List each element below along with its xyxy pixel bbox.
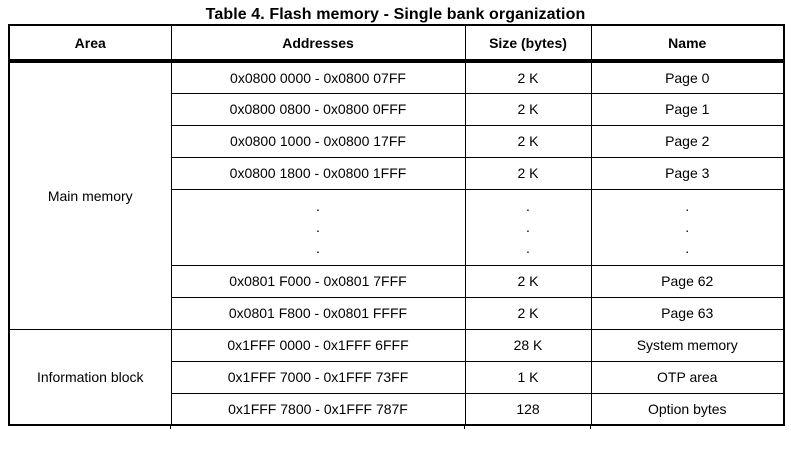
ellipsis-name-cell: . . . <box>590 188 785 266</box>
name-cell: Option bytes <box>590 392 785 426</box>
table-row-option-bytes: 0x1FFF 7800 - 0x1FFF 787F 128 Option byt… <box>9 392 785 426</box>
size-cell: 2 K <box>464 124 592 158</box>
ellipsis-size-cell: . . . <box>464 188 592 266</box>
size-cell: 128 <box>464 392 592 426</box>
flash-memory-table: Area Addresses Size (bytes) Name Main me… <box>8 24 785 426</box>
addresses-cell: 0x0800 1800 - 0x0800 1FFF <box>170 156 466 190</box>
name-cell: Page 63 <box>590 296 785 330</box>
name-cell: Page 0 <box>590 60 785 94</box>
column-header-name: Name <box>590 24 785 63</box>
ellipsis-dot: . <box>316 197 320 214</box>
table-row-otp-area: 0x1FFF 7000 - 0x1FFF 73FF 1 K OTP area <box>9 360 785 394</box>
size-cell: 2 K <box>464 264 592 298</box>
table-row-page-62: 0x0801 F000 - 0x0801 7FFF 2 K Page 62 <box>9 264 785 298</box>
table-container: Area Addresses Size (bytes) Name Main me… <box>8 24 785 429</box>
ellipsis-dot: . <box>526 197 530 214</box>
addresses-cell: 0x0801 F800 - 0x0801 FFFF <box>170 296 466 330</box>
ellipsis-dot: . <box>526 218 530 235</box>
table-border-tick <box>590 426 591 429</box>
addresses-cell: 0x0800 0800 - 0x0800 0FFF <box>170 92 466 126</box>
name-cell: System memory <box>590 328 785 362</box>
column-header-addresses: Addresses <box>170 24 466 63</box>
table-row-page-0: Main memory 0x0800 0000 - 0x0800 07FF 2 … <box>8 60 785 330</box>
area-cell-main-memory: Main memory <box>8 60 172 330</box>
table-row-page-1: 0x0800 0800 - 0x0800 0FFF 2 K Page 1 <box>9 92 785 126</box>
table-row-system-memory: Information block 0x1FFF 0000 - 0x1FFF 6… <box>8 328 785 426</box>
ellipsis-dot: . <box>526 239 530 256</box>
name-cell: OTP area <box>590 360 785 394</box>
ellipsis-addresses-cell: . . . <box>170 188 466 266</box>
addresses-cell: 0x0800 1000 - 0x0800 17FF <box>170 124 466 158</box>
table-title: Table 4. Flash memory - Single bank orga… <box>205 6 586 23</box>
ellipsis-dot: . <box>316 218 320 235</box>
column-header-area: Area <box>8 24 172 63</box>
addresses-cell: 0x0800 0000 - 0x0800 07FF <box>170 60 466 94</box>
header-row: Area Addresses Size (bytes) Name <box>8 24 785 63</box>
size-cell: 1 K <box>464 360 592 394</box>
name-cell: Page 2 <box>590 124 785 158</box>
addresses-cell: 0x1FFF 7000 - 0x1FFF 73FF <box>170 360 466 394</box>
size-cell: 28 K <box>464 328 592 362</box>
column-header-size: Size (bytes) <box>464 24 592 63</box>
addresses-cell: 0x0801 F000 - 0x0801 7FFF <box>170 264 466 298</box>
area-cell-information-block: Information block <box>8 328 172 426</box>
table-row-page-3: 0x0800 1800 - 0x0800 1FFF 2 K Page 3 <box>9 156 785 190</box>
size-cell: 2 K <box>464 156 592 190</box>
ellipsis-dot: . <box>685 239 690 256</box>
addresses-cell: 0x1FFF 0000 - 0x1FFF 6FFF <box>170 328 466 362</box>
ellipsis-dot: . <box>316 239 320 256</box>
name-cell: Page 3 <box>590 156 785 190</box>
name-cell: Page 1 <box>590 92 785 126</box>
addresses-cell: 0x1FFF 7800 - 0x1FFF 787F <box>170 392 466 426</box>
size-cell: 2 K <box>464 92 592 126</box>
table-row-page-2: 0x0800 1000 - 0x0800 17FF 2 K Page 2 <box>9 124 785 158</box>
size-cell: 2 K <box>464 60 592 94</box>
name-cell: Page 62 <box>590 264 785 298</box>
table-border-tick <box>170 426 171 429</box>
table-border-tick <box>464 426 465 429</box>
size-cell: 2 K <box>464 296 592 330</box>
ellipsis-dot: . <box>685 197 690 214</box>
ellipsis-dot: . <box>685 218 690 235</box>
